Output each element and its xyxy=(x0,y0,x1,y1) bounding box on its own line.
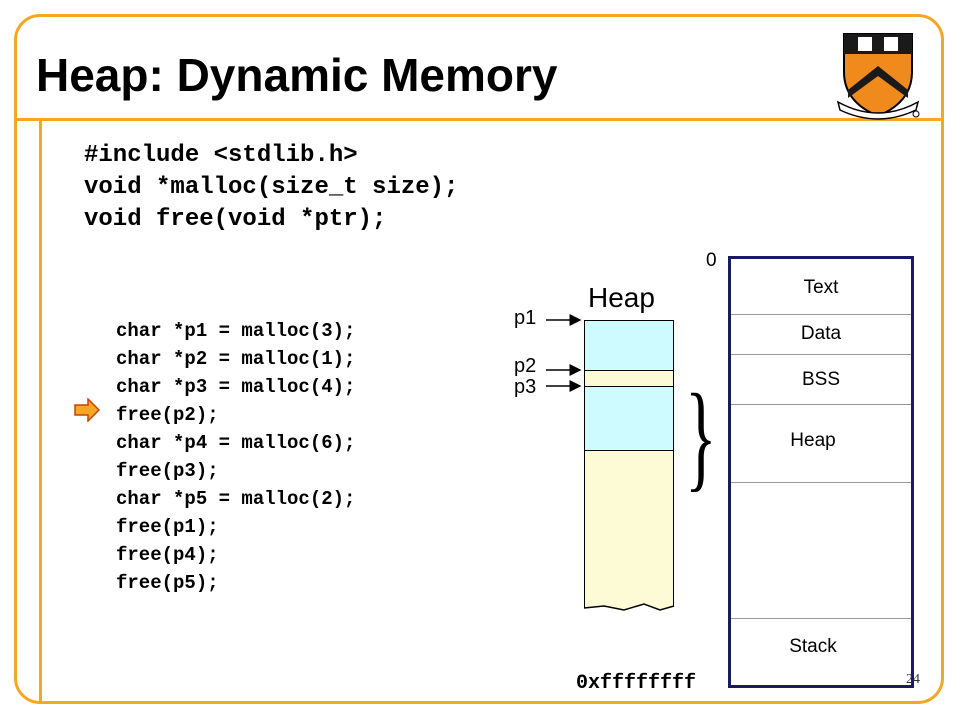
program-line: char *p4 = malloc(6); xyxy=(116,432,356,454)
segment-label: Data xyxy=(800,323,842,344)
heap-block-free xyxy=(585,371,673,387)
university-shield-logo xyxy=(836,33,920,120)
free-signature-line: void free(void *ptr); xyxy=(84,206,387,233)
program-line: free(p3); xyxy=(116,460,219,482)
segment-label: Stack xyxy=(789,636,837,657)
program-line: char *p2 = malloc(1); xyxy=(116,348,356,370)
memory-layout: Text Data BSS Heap Stack xyxy=(728,256,914,688)
page-number: 24 xyxy=(906,672,920,687)
include-line: #include <stdlib.h> xyxy=(84,142,358,169)
segment-label: BSS xyxy=(801,369,841,390)
heap-brace: } xyxy=(685,369,717,502)
segment-label: Text xyxy=(803,277,839,298)
left-divider xyxy=(39,118,42,704)
segment-stack: Stack xyxy=(731,619,911,685)
segment-gap xyxy=(731,483,911,619)
heap-block-p3 xyxy=(585,387,673,451)
segment-data: Data xyxy=(731,315,911,355)
malloc-signature-line: void *malloc(size_t size); xyxy=(84,174,459,201)
program-line: free(p1); xyxy=(116,516,219,538)
title-divider xyxy=(14,118,944,121)
heap-block-p1 xyxy=(585,321,673,371)
top-address: 0 xyxy=(706,250,717,271)
bottom-address: 0xffffffff xyxy=(576,672,697,695)
program-line: char *p1 = malloc(3); xyxy=(116,320,356,342)
program-line-current: free(p2); xyxy=(116,404,219,426)
heap-column xyxy=(584,320,674,626)
segment-heap: Heap xyxy=(731,405,911,483)
program-line: char *p5 = malloc(2); xyxy=(116,488,356,510)
segment-bss: BSS xyxy=(731,355,911,405)
segment-label: Heap xyxy=(790,430,836,451)
pointer-label-p1: p1 xyxy=(514,307,537,329)
program-line: char *p3 = malloc(4); xyxy=(116,376,356,398)
slide-frame xyxy=(14,14,944,704)
heap-title: Heap xyxy=(588,282,655,313)
segment-text: Text xyxy=(731,259,911,315)
pointer-label-p3: p3 xyxy=(514,376,537,398)
pointer-label-p2: p2 xyxy=(514,355,537,377)
arrow-icon xyxy=(74,398,100,422)
slide-title: Heap: Dynamic Memory xyxy=(36,49,558,101)
program-line: free(p5); xyxy=(116,572,219,594)
heap-torn-edge xyxy=(584,604,674,626)
program-line: free(p4); xyxy=(116,544,219,566)
